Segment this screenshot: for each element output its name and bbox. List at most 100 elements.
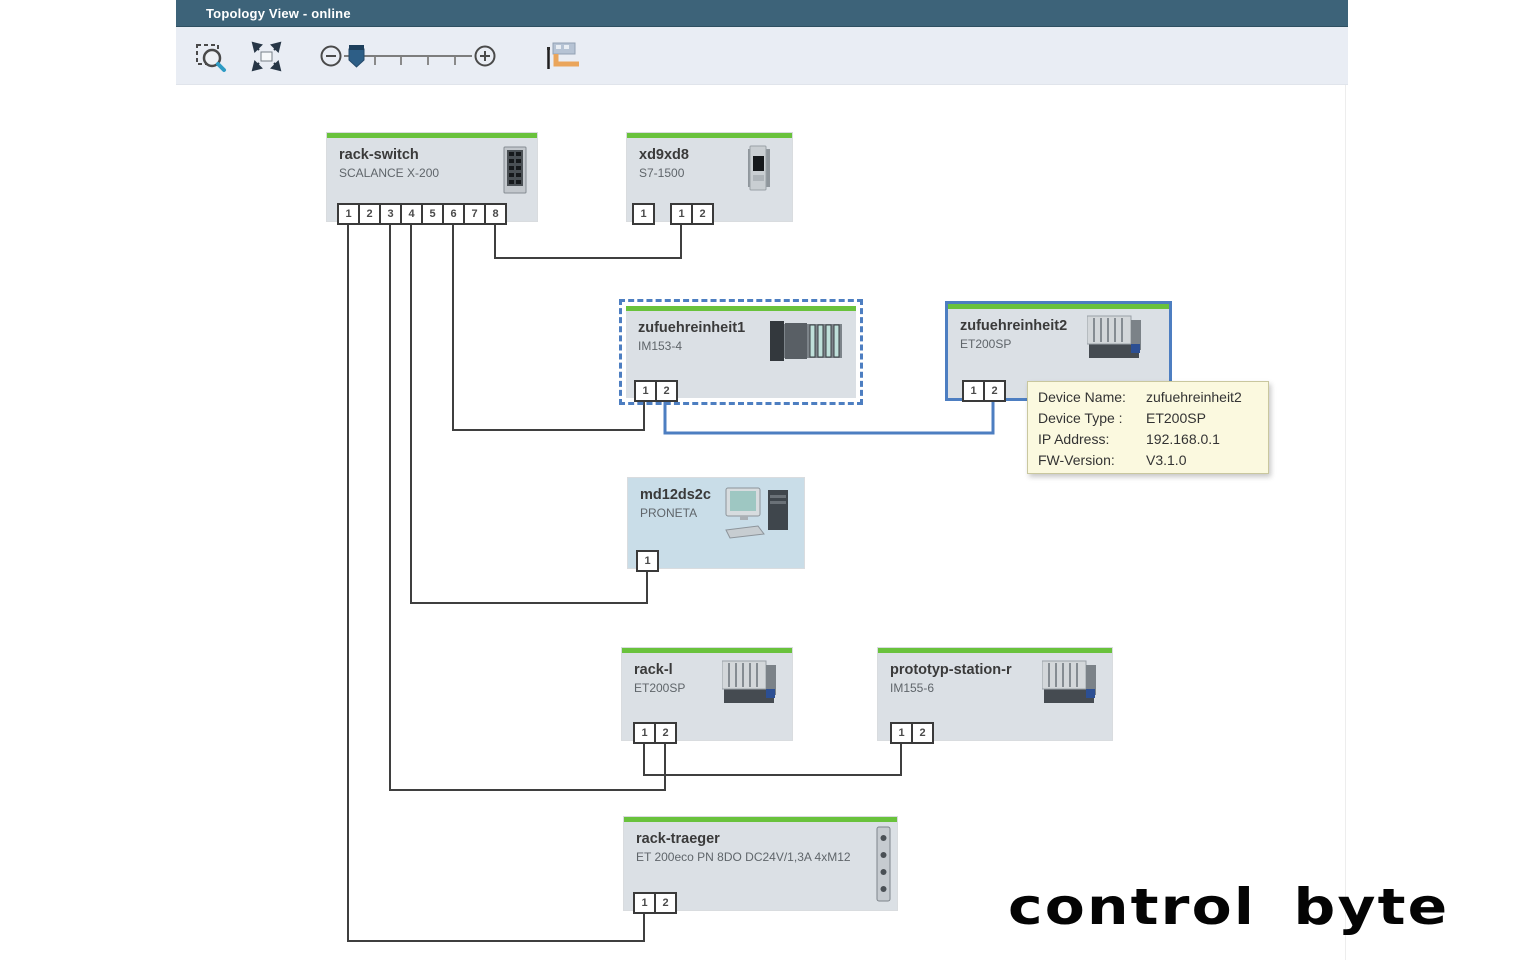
device-rack-l[interactable]: rack-l ET200SP 1 2 xyxy=(622,648,792,744)
link-switch-p6-zufuehreinheit1 xyxy=(452,225,645,431)
device-type: SCALANCE X-200 xyxy=(339,166,440,180)
minus-circle-icon xyxy=(320,45,342,66)
port-2[interactable]: 2 xyxy=(983,380,1006,402)
tooltip-value: 192.168.0.1 xyxy=(1146,431,1220,447)
device-name: rack-switch xyxy=(339,147,419,163)
port-1[interactable]: 1 xyxy=(633,722,656,744)
slider-tick xyxy=(427,56,429,65)
tooltip-label: Device Name: xyxy=(1038,389,1126,405)
device-rack-switch[interactable]: rack-switch SCALANCE X-200 1 2 3 4 5 6 7… xyxy=(327,133,537,225)
canvas-right-edge xyxy=(1345,85,1346,960)
link-zufuehreinheit1-zufuehreinheit2 xyxy=(663,400,995,435)
port-2[interactable]: 2 xyxy=(655,380,678,402)
status-bar-green xyxy=(627,133,792,138)
port-1[interactable]: 1 xyxy=(632,203,655,225)
port-8[interactable]: 8 xyxy=(484,203,507,225)
tooltip-label: Device Type : xyxy=(1038,410,1123,426)
toolbar xyxy=(176,27,1348,85)
zoom-slider-handle[interactable] xyxy=(348,44,366,69)
link-switch-p1-racktraeger xyxy=(347,225,645,942)
port-1[interactable]: 1 xyxy=(670,203,693,225)
device-name: rack-l xyxy=(634,662,673,678)
status-bar-green xyxy=(622,648,792,653)
device-prototyp-station-r[interactable]: prototyp-station-r IM155-6 1 2 xyxy=(878,648,1112,744)
fit-to-view-button[interactable] xyxy=(250,40,282,72)
device-md12ds2c[interactable]: md12ds2c PRONETA 1 xyxy=(628,478,804,572)
zoom-out-button[interactable] xyxy=(318,43,344,69)
tooltip-value: ET200SP xyxy=(1146,410,1206,426)
port-1[interactable]: 1 xyxy=(337,203,360,225)
port-row: 1 2 xyxy=(890,722,934,744)
window-title: Topology View - online xyxy=(206,5,351,21)
et200eco-device-icon xyxy=(876,826,891,902)
et200sp-device-icon xyxy=(1042,660,1096,703)
port-5[interactable]: 5 xyxy=(421,203,444,225)
zoom-control xyxy=(318,41,498,71)
plus-circle-icon xyxy=(474,45,496,66)
tooltip-label: IP Address: xyxy=(1038,431,1110,447)
topology-connect-button[interactable] xyxy=(544,41,584,71)
status-bar-green xyxy=(327,133,537,138)
zoom-slider[interactable] xyxy=(344,41,472,71)
zoom-selection-button[interactable] xyxy=(194,39,228,73)
device-type: ET 200eco PN 8DO DC24V/1,3A 4xM12 xyxy=(636,850,851,864)
device-type: S7-1500 xyxy=(639,166,685,180)
device-name: xd9xd8 xyxy=(639,147,689,163)
tooltip-row: FW-Version: V3.1.0 xyxy=(1038,450,1268,471)
link-switch-p8-xd9xd8 xyxy=(494,225,682,259)
port-row: 1 2 xyxy=(962,380,1006,402)
device-type: ET200SP xyxy=(634,681,686,695)
zoom-selection-icon xyxy=(196,43,226,72)
device-xd9xd8[interactable]: xd9xd8 S7-1500 1 1 2 xyxy=(627,133,792,225)
window-titlebar: Topology View - online xyxy=(176,0,1348,27)
tooltip-label: FW-Version: xyxy=(1038,452,1115,468)
control-byte-logo: control byte xyxy=(1008,878,1450,936)
status-bar-green xyxy=(624,817,897,822)
port-1[interactable]: 1 xyxy=(890,722,913,744)
pc-device-icon xyxy=(725,487,788,539)
port-2[interactable]: 2 xyxy=(654,892,677,914)
fit-to-view-icon xyxy=(251,41,282,71)
port-row: 1 xyxy=(636,550,659,572)
port-1[interactable]: 1 xyxy=(636,550,659,572)
status-bar-green xyxy=(626,306,856,311)
device-name: rack-traeger xyxy=(636,831,720,847)
port-1[interactable]: 1 xyxy=(962,380,985,402)
zoom-slider-track xyxy=(344,54,472,57)
slider-tick xyxy=(400,56,402,65)
port-2[interactable]: 2 xyxy=(358,203,381,225)
port-3[interactable]: 3 xyxy=(379,203,402,225)
port-6[interactable]: 6 xyxy=(442,203,465,225)
port-group-2: 1 2 xyxy=(670,203,714,225)
port-2[interactable]: 2 xyxy=(654,722,677,744)
port-2[interactable]: 2 xyxy=(691,203,714,225)
im153-rack-icon xyxy=(770,321,842,361)
port-4[interactable]: 4 xyxy=(400,203,423,225)
port-group-1: 1 xyxy=(632,203,655,225)
zoom-in-button[interactable] xyxy=(472,43,498,69)
device-name: zufuehreinheit1 xyxy=(638,320,746,336)
device-type: PRONETA xyxy=(640,506,698,520)
port-2[interactable]: 2 xyxy=(911,722,934,744)
slider-tick xyxy=(374,56,376,65)
port-row: 1 2 xyxy=(634,380,678,402)
port-7[interactable]: 7 xyxy=(463,203,486,225)
tooltip-row: Device Name: zufuehreinheit2 xyxy=(1038,387,1268,408)
device-tooltip: Device Name: zufuehreinheit2 Device Type … xyxy=(1027,381,1269,474)
port-row: 1 2 xyxy=(633,892,677,914)
device-zufuehreinheit1[interactable]: zufuehreinheit1 IM153-4 1 2 xyxy=(626,306,856,402)
port-1[interactable]: 1 xyxy=(633,892,656,914)
port-1[interactable]: 1 xyxy=(634,380,657,402)
device-type: IM155-6 xyxy=(890,681,935,695)
device-name: zufuehreinheit2 xyxy=(960,318,1068,334)
device-type: ET200SP xyxy=(960,337,1012,351)
device-rack-traeger[interactable]: rack-traeger ET 200eco PN 8DO DC24V/1,3A… xyxy=(624,817,897,914)
tooltip-value: V3.1.0 xyxy=(1146,452,1187,468)
plc-device-icon xyxy=(748,145,770,191)
status-bar-green xyxy=(878,648,1112,653)
tooltip-row: Device Type : ET200SP xyxy=(1038,408,1268,429)
port-row: 1 2 3 4 5 6 7 8 xyxy=(337,203,507,225)
tooltip-value: zufuehreinheit2 xyxy=(1146,389,1242,405)
